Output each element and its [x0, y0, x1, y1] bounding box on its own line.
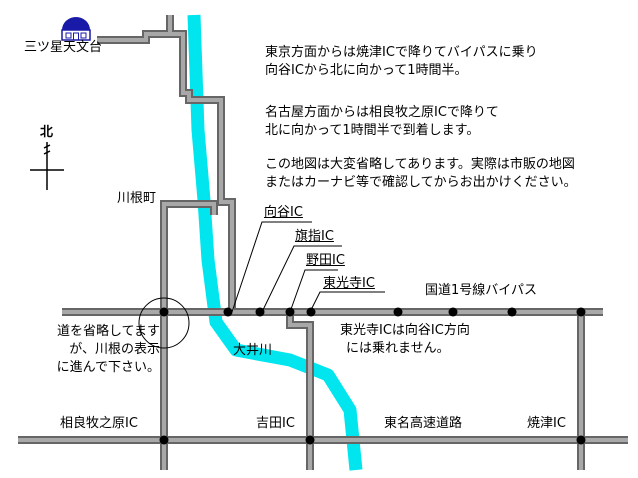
observatory-label: 三ツ星天文台: [24, 40, 103, 55]
interchange-dot-icon: [305, 435, 315, 445]
mukoya-ic-label: 向谷IC: [264, 205, 303, 220]
interchange-dots: [159, 307, 586, 445]
interchange-dot-icon: [159, 307, 169, 317]
interchange-dot-icon: [507, 307, 517, 317]
omitted-road-note: 道を省略してます が、川根の表示 に進んで下さい。: [56, 324, 160, 375]
north-compass-icon: [30, 142, 64, 190]
river-label: 大井川: [233, 343, 273, 358]
interchange-dot-icon: [576, 435, 586, 445]
interchange-dot-icon: [576, 307, 586, 317]
interchange-dot-icon: [393, 307, 403, 317]
interchange-dot-icon: [255, 307, 265, 317]
directions-from-nagoya: 名古屋方面からは相良牧之原ICで降りて 北に向かって1時間半で到着します。: [265, 105, 499, 138]
yoshida-ic-label: 吉田IC: [256, 416, 295, 431]
omitted-road-circle: [138, 297, 190, 349]
interchange-dot-icon: [448, 307, 458, 317]
sagara-makinohara-ic-label: 相良牧之原IC: [60, 416, 138, 431]
interchange-dot-icon: [223, 307, 233, 317]
noda-ic-label: 野田IC: [306, 253, 345, 268]
ic-leader-lines: [231, 221, 385, 313]
interchange-dot-icon: [306, 307, 316, 317]
route1-bypass-label: 国道1号線バイパス: [425, 283, 538, 298]
hatasashi-ic-label: 旗指IC: [295, 229, 334, 244]
interchange-dot-icon: [159, 435, 169, 445]
tomei-expressway-label: 東名高速道路: [384, 416, 463, 431]
directions-from-tokyo: 東京方面からは焼津ICで降りてバイパスに乗り 向谷ICから北に向かって1時間半。: [265, 45, 538, 78]
interchange-dot-icon: [285, 307, 295, 317]
north-label: 北: [40, 125, 54, 140]
map-disclaimer: この地図は大変省略してあります。実際は市販の地図 またはカーナビ等で確認してから…: [265, 157, 577, 190]
tokoji-ic-note: 東光寺ICは向谷IC方向 には乗れません。: [340, 323, 470, 356]
kawane-town-label: 川根町: [117, 191, 157, 206]
yaizu-ic-label: 焼津IC: [527, 416, 566, 431]
observatory-dome-icon: [61, 17, 91, 41]
tokoji-ic-label: 東光寺IC: [323, 276, 375, 291]
oi-river: [187, 14, 363, 471]
